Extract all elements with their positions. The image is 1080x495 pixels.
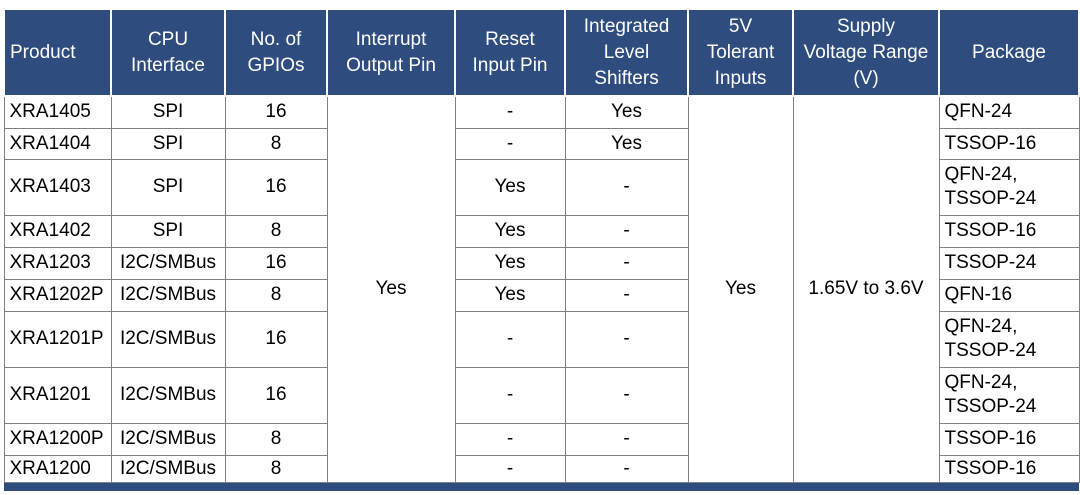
- cell-reset-input-pin: -: [454, 366, 566, 424]
- cell-cpu-interface: I2C/SMBus: [110, 278, 226, 312]
- cell-package: QFN-24, TSSOP-24: [938, 158, 1080, 216]
- column-header-gpio-count: No. of GPIOs: [224, 8, 328, 97]
- cell-gpio-count: 16: [224, 158, 328, 216]
- column-header-supply-voltage-range: Supply Voltage Range (V): [792, 8, 940, 97]
- cell-reset-input-pin: Yes: [454, 158, 566, 216]
- table-row: XRA1202P I2C/SMBus 8 Yes - QFN-16: [3, 278, 1080, 312]
- cell-product: XRA1202P: [3, 278, 112, 312]
- cell-level-shifters: -: [564, 158, 689, 216]
- cell-cpu-interface: SPI: [110, 158, 226, 216]
- cell-product: XRA1201: [3, 366, 112, 424]
- cell-level-shifters: -: [564, 278, 689, 312]
- cell-cpu-interface: I2C/SMBus: [110, 422, 226, 456]
- table-row: XRA1200 I2C/SMBus 8 - - TSSOP-16: [3, 454, 1080, 483]
- cell-reset-input-pin: Yes: [454, 278, 566, 312]
- column-header-level-shifters: Integrated Level Shifters: [564, 8, 689, 97]
- cell-gpio-count: 16: [224, 366, 328, 424]
- cell-level-shifters: -: [564, 246, 689, 280]
- cell-gpio-count: 16: [224, 310, 328, 368]
- cell-gpio-count: 8: [224, 278, 328, 312]
- cell-reset-input-pin: -: [454, 422, 566, 456]
- column-header-product: Product: [3, 8, 112, 97]
- cell-level-shifters: Yes: [564, 127, 689, 160]
- cell-reset-input-pin: -: [454, 454, 566, 483]
- cell-gpio-count: 8: [224, 214, 328, 248]
- cell-level-shifters: Yes: [564, 95, 689, 129]
- cell-gpio-count: 8: [224, 127, 328, 160]
- cell-5v-tolerant-merged: Yes: [687, 95, 794, 483]
- cell-package: TSSOP-16: [938, 422, 1080, 456]
- cell-gpio-count: 8: [224, 454, 328, 483]
- cell-product: XRA1201P: [3, 310, 112, 368]
- cell-gpio-count: 16: [224, 246, 328, 280]
- table-row: XRA1402 SPI 8 Yes - TSSOP-16: [3, 214, 1080, 248]
- cell-product: XRA1402: [3, 214, 112, 248]
- cell-level-shifters: -: [564, 454, 689, 483]
- cell-reset-input-pin: -: [454, 310, 566, 368]
- column-header-interrupt-output-pin: Interrupt Output Pin: [326, 8, 456, 97]
- cell-package: QFN-24, TSSOP-24: [938, 310, 1080, 368]
- cell-package: QFN-24, TSSOP-24: [938, 366, 1080, 424]
- cell-reset-input-pin: Yes: [454, 246, 566, 280]
- cell-cpu-interface: SPI: [110, 127, 226, 160]
- table-row: XRA1203 I2C/SMBus 16 Yes - TSSOP-24: [3, 246, 1080, 280]
- cell-reset-input-pin: Yes: [454, 214, 566, 248]
- cell-product: XRA1403: [3, 158, 112, 216]
- cell-package: QFN-24: [938, 95, 1080, 129]
- table-row: XRA1201P I2C/SMBus 16 - - QFN-24, TSSOP-…: [3, 310, 1080, 368]
- cell-gpio-count: 16: [224, 95, 328, 129]
- cell-product: XRA1200P: [3, 422, 112, 456]
- cell-package: TSSOP-16: [938, 454, 1080, 483]
- cell-product: XRA1200: [3, 454, 112, 483]
- product-comparison-table: Product CPU Interface No. of GPIOs Inter…: [3, 8, 1080, 491]
- table-row: XRA1403 SPI 16 Yes - QFN-24, TSSOP-24: [3, 158, 1080, 216]
- column-header-cpu-interface: CPU Interface: [110, 8, 226, 97]
- cell-cpu-interface: I2C/SMBus: [110, 310, 226, 368]
- cell-cpu-interface: I2C/SMBus: [110, 246, 226, 280]
- cell-cpu-interface: I2C/SMBus: [110, 366, 226, 424]
- header-row: Product CPU Interface No. of GPIOs Inter…: [3, 8, 1080, 97]
- table-row: XRA1404 SPI 8 - Yes TSSOP-16: [3, 127, 1080, 160]
- cell-reset-input-pin: -: [454, 95, 566, 129]
- cell-level-shifters: -: [564, 422, 689, 456]
- cell-supply-voltage-range-merged: 1.65V to 3.6V: [792, 95, 940, 483]
- cell-package: TSSOP-24: [938, 246, 1080, 280]
- column-header-5v-tolerant: 5V Tolerant Inputs: [687, 8, 794, 97]
- cell-package: TSSOP-16: [938, 127, 1080, 160]
- cell-cpu-interface: SPI: [110, 95, 226, 129]
- cell-level-shifters: -: [564, 366, 689, 424]
- cell-level-shifters: -: [564, 214, 689, 248]
- cell-product: XRA1405: [3, 95, 112, 129]
- cell-interrupt-output-pin-merged: Yes: [326, 95, 456, 483]
- column-header-reset-input-pin: Reset Input Pin: [454, 8, 566, 97]
- cell-reset-input-pin: -: [454, 127, 566, 160]
- cell-product: XRA1404: [3, 127, 112, 160]
- cell-product: XRA1203: [3, 246, 112, 280]
- cell-level-shifters: -: [564, 310, 689, 368]
- cell-gpio-count: 8: [224, 422, 328, 456]
- table-row: XRA1200P I2C/SMBus 8 - - TSSOP-16: [3, 422, 1080, 456]
- cell-cpu-interface: SPI: [110, 214, 226, 248]
- cell-cpu-interface: I2C/SMBus: [110, 454, 226, 483]
- column-header-package: Package: [938, 8, 1080, 97]
- cell-package: TSSOP-16: [938, 214, 1080, 248]
- cell-package: QFN-16: [938, 278, 1080, 312]
- table-row: XRA1405 SPI 16 Yes - Yes Yes 1.65V to 3.…: [3, 95, 1080, 483]
